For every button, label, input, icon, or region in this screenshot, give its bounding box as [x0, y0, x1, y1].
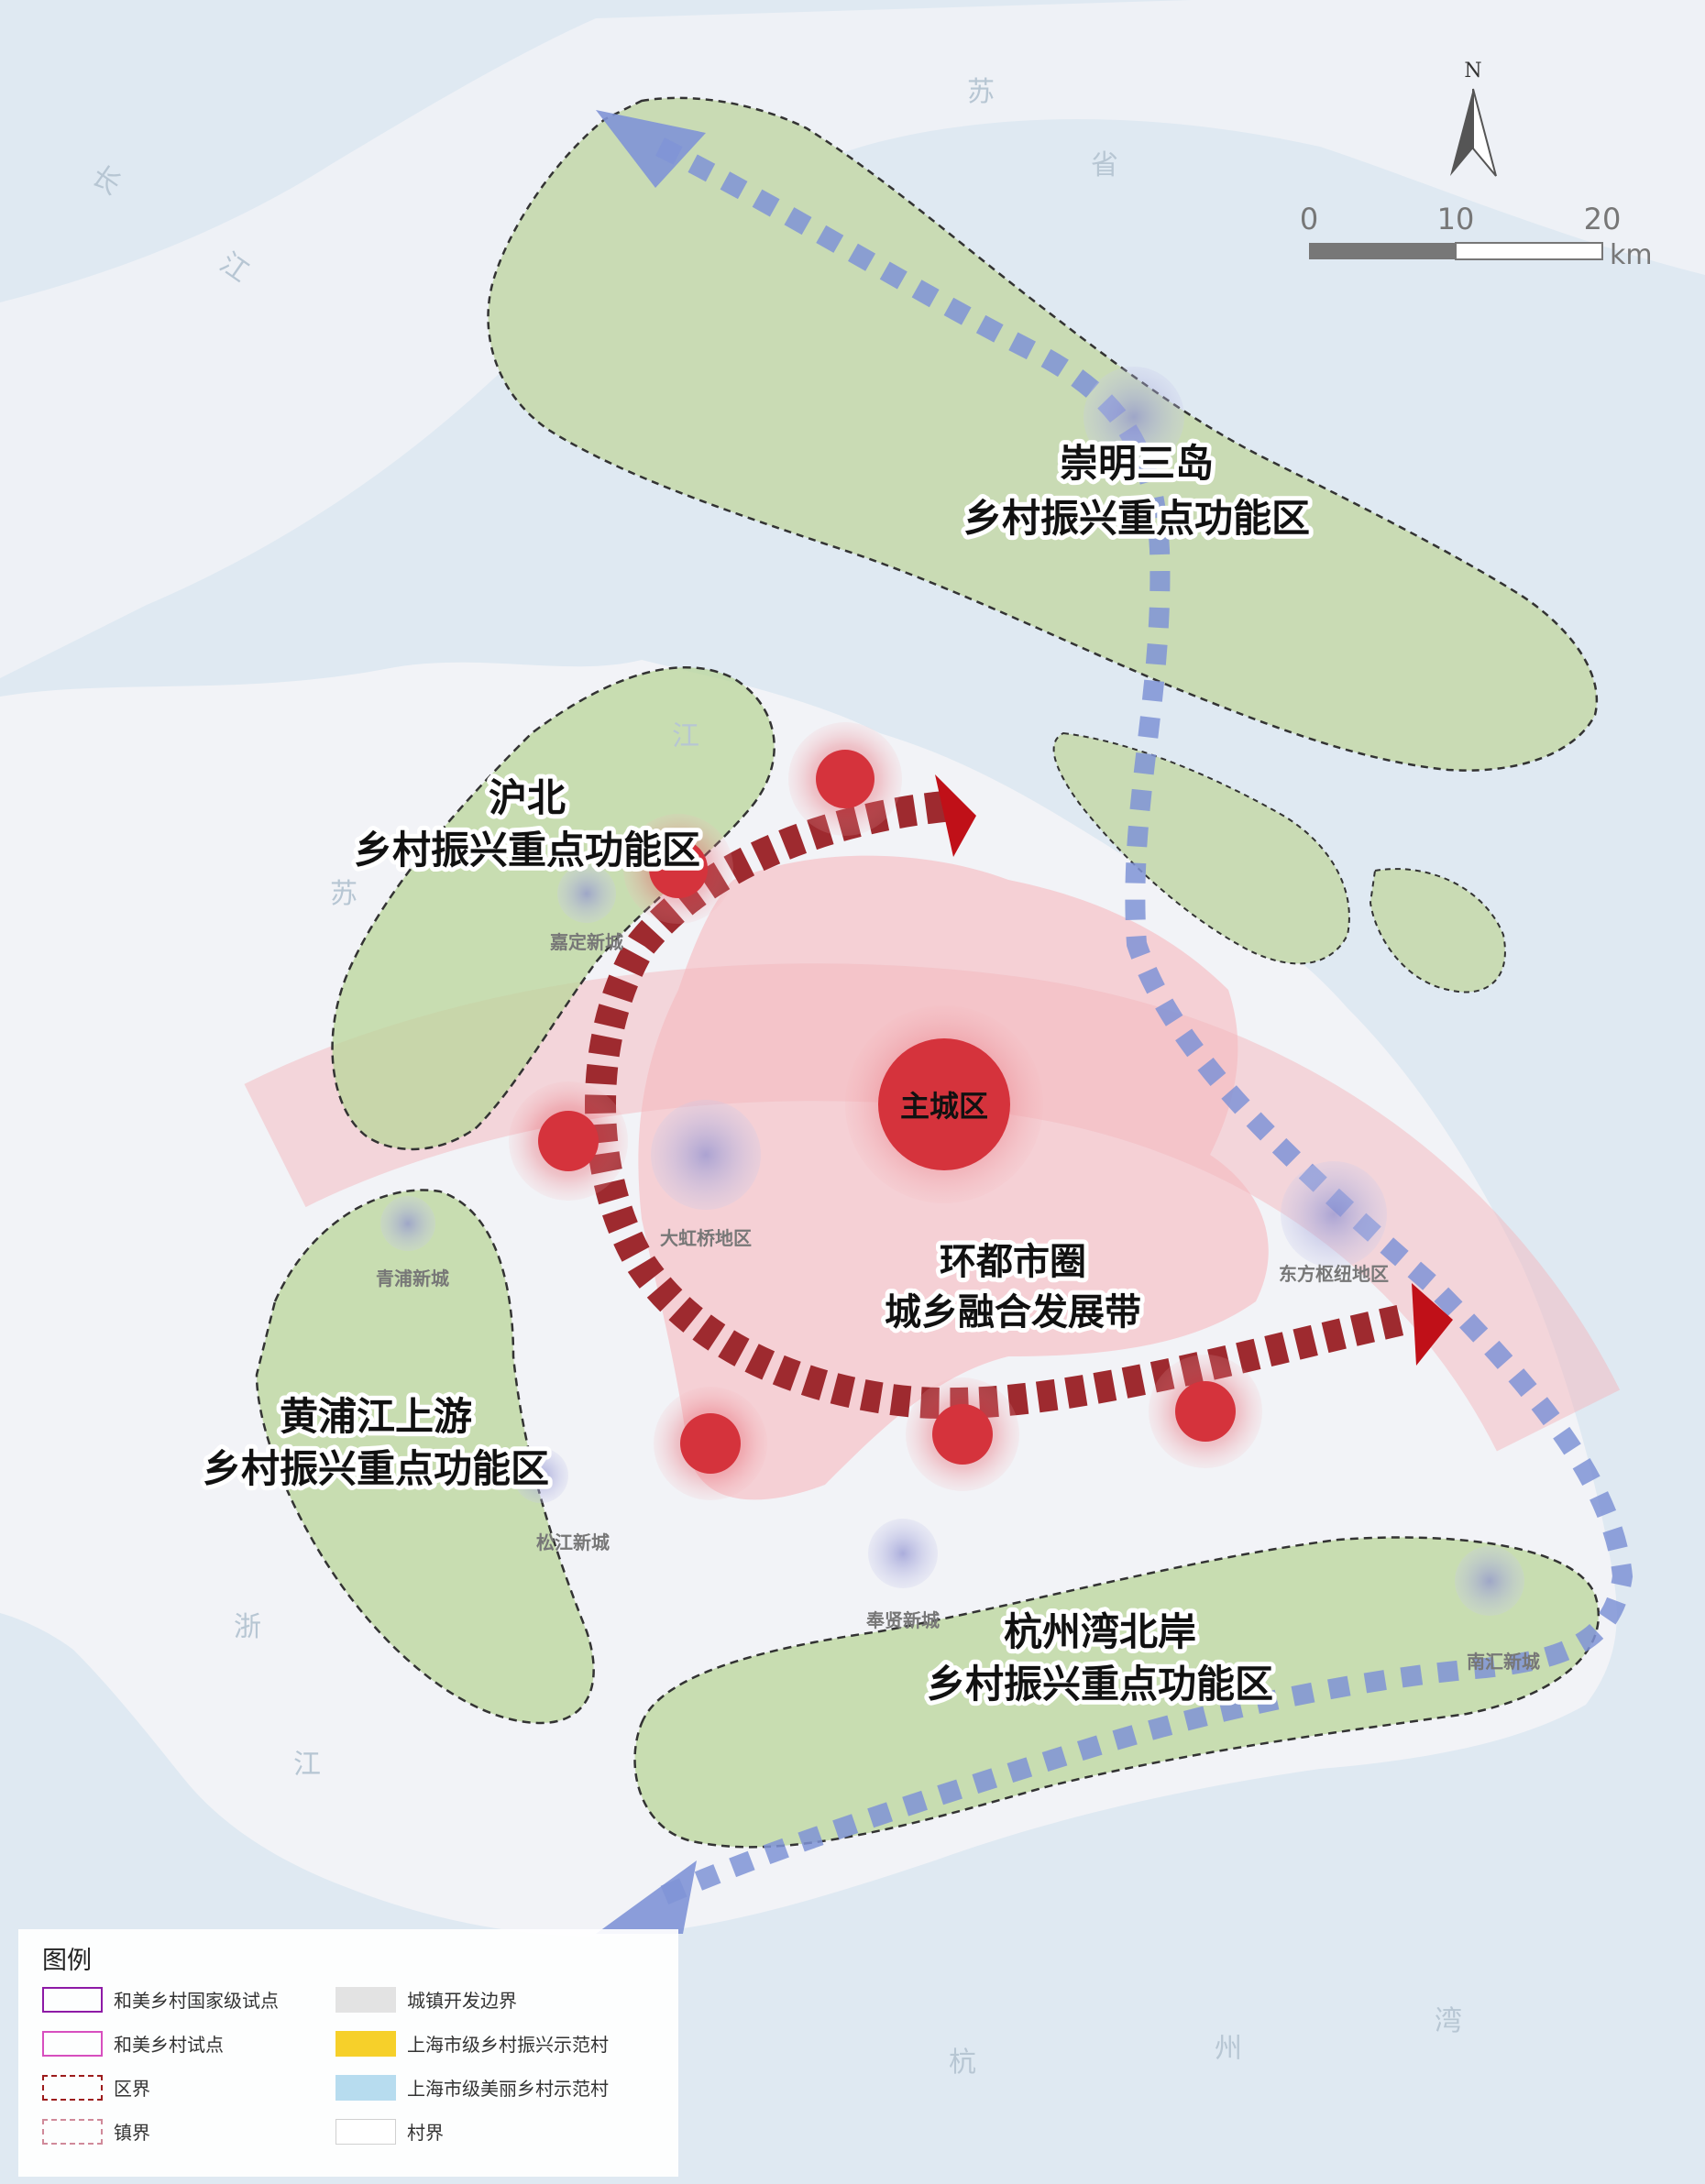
river-label-jiang-left: 江: [672, 720, 699, 752]
legend-label-pilot: 和美乡村试点: [114, 2034, 224, 2056]
label-nanhui: 南汇新城: [1467, 1651, 1540, 1673]
red-node-west-core: [538, 1111, 599, 1171]
changxing-island: [1052, 731, 1350, 965]
node-hongqiao-marker: [651, 1100, 761, 1210]
scale-segment-dark: [1309, 243, 1456, 259]
node-nanhui-marker: [1455, 1546, 1524, 1616]
legend-swatch-national-pilot: [42, 1986, 103, 2013]
node-chongming-marker: [1084, 367, 1184, 467]
north-arrow: N: [1450, 60, 1497, 177]
zone-title-chongming: 崇明三岛 乡村振兴重点功能区: [959, 436, 1314, 545]
red-node-south-2-core: [932, 1404, 993, 1465]
scale-unit: km: [1610, 239, 1650, 271]
river-label-jiangsu-sheng: 省: [1091, 149, 1118, 181]
legend-swatch-village-boundary: [336, 2118, 396, 2145]
zone-title-huangpu-line2: 乡村振兴重点功能区: [203, 1446, 549, 1491]
legend-swatch-district-boundary: [42, 2074, 103, 2101]
label-hongqiao: 大虹桥地区: [660, 1227, 752, 1249]
legend-swatch-revitalization-village: [336, 2030, 396, 2057]
zone-title-hangzhou-bay-line2: 乡村振兴重点功能区: [927, 1662, 1273, 1707]
core-city-circle: [878, 1038, 1010, 1170]
legend-label-revitalization-village: 上海市级乡村振兴示范村: [407, 2034, 609, 2056]
legend-item-district-boundary: 区界: [42, 2074, 150, 2101]
north-arrow-left-icon: [1450, 89, 1473, 176]
node-fengxian-marker: [868, 1519, 938, 1588]
legend-item-urban-boundary: 城镇开发边界: [336, 1986, 517, 2013]
blue-corridor-north: [655, 137, 1634, 1907]
zone-huangpu: [255, 1189, 595, 1725]
chongming-island: [487, 96, 1599, 772]
node-songjiang-marker: [513, 1448, 568, 1503]
label-jiading: 嘉定新城: [549, 931, 623, 953]
jiangsu-land: [0, 0, 1705, 678]
legend-item-town-boundary: 镇界: [42, 2118, 150, 2145]
red-node-south-1-core: [680, 1413, 741, 1474]
zone-hubei: [331, 666, 776, 1151]
hengsha-island: [1369, 868, 1506, 993]
river-label-hang: 杭: [949, 2047, 976, 2079]
zone-title-chongming-line2: 乡村振兴重点功能区: [963, 496, 1310, 541]
river-label-jiangsu-su: 苏: [967, 76, 995, 108]
label-qingpu: 青浦新城: [376, 1268, 449, 1290]
scale-bar: 0 10 20 km: [1300, 202, 1650, 271]
legend-item-national-pilot: 和美乡村国家级试点: [42, 1986, 279, 2013]
river-label-wan: 湾: [1435, 2005, 1462, 2037]
north-arrow-right-icon: [1472, 88, 1497, 177]
legend-label-town-boundary: 镇界: [114, 2122, 150, 2144]
zone-title-metro-ring-line1: 环都市圈: [940, 1241, 1086, 1283]
legend-label-village-boundary: 村界: [407, 2122, 444, 2144]
legend-label-beautiful-village: 上海市级美丽乡村示范村: [407, 2078, 609, 2100]
red-arrow-head-north: [935, 774, 976, 857]
blue-arrow-head-nw: [596, 110, 706, 188]
node-qingpu-marker: [380, 1196, 435, 1251]
zone-title-huangpu-line1: 黄浦江上游: [280, 1394, 472, 1439]
zone-title-metro-ring-line2: 城乡融合发展带: [885, 1291, 1141, 1333]
scale-tick-10: 10: [1437, 202, 1475, 236]
legend-swatch-urban-boundary: [336, 1986, 396, 2013]
blue-arrow-head-sw: [596, 1860, 697, 1934]
legend-item-revitalization-village: 上海市级乡村振兴示范村: [336, 2030, 609, 2057]
node-jiading-marker: [557, 864, 616, 923]
zone-title-hangzhou-bay-line1: 杭州湾北岸: [1004, 1609, 1196, 1654]
label-fengxian: 奉贤新城: [865, 1609, 940, 1631]
label-songjiang: 松江新城: [536, 1531, 610, 1553]
legend-item-beautiful-village: 上海市级美丽乡村示范村: [336, 2074, 609, 2101]
legend-label-national-pilot: 和美乡村国家级试点: [114, 1990, 279, 2012]
red-node-north-2-core: [649, 840, 708, 898]
red-nodes: [509, 722, 1262, 1500]
red-node-south-3-core: [1175, 1381, 1236, 1442]
zone-title-hubei-line2: 乡村振兴重点功能区: [354, 828, 700, 873]
new-town-markers: [380, 367, 1524, 1616]
scale-segment-light: [1455, 242, 1603, 260]
legend-swatch-beautiful-village: [336, 2074, 396, 2101]
zone-title-huangpu: 黄浦江上游 乡村振兴重点功能区: [198, 1389, 554, 1496]
zone-title-hangzhou-bay: 杭州湾北岸 乡村振兴重点功能区: [922, 1605, 1278, 1711]
river-label-zhe: 浙: [234, 1611, 261, 1643]
north-arrow-label: N: [1464, 60, 1481, 82]
scale-tick-20: 20: [1584, 202, 1622, 236]
legend-item-village-boundary: 村界: [336, 2118, 444, 2145]
zone-title-hubei-line1: 沪北: [489, 775, 566, 820]
node-dongfang-marker: [1281, 1161, 1387, 1268]
legend-title: 图例: [42, 1947, 92, 1975]
label-dongfang: 东方枢纽地区: [1279, 1263, 1389, 1285]
scale-tick-0: 0: [1300, 202, 1318, 236]
river-label-su-left: 苏: [330, 878, 358, 910]
zone-title-chongming-line1: 崇明三岛: [1060, 441, 1214, 486]
zone-title-metro-ring: 环都市圈 城乡融合发展带: [880, 1236, 1146, 1338]
legend-label-district-boundary: 区界: [114, 2078, 150, 2100]
river-label-zhou: 州: [1215, 2033, 1242, 2065]
red-node-north-1-core: [816, 750, 874, 808]
legend-swatch-pilot: [42, 2030, 103, 2057]
red-arrow-head-east: [1412, 1283, 1453, 1366]
zone-title-hubei: 沪北 乡村振兴重点功能区: [349, 771, 705, 877]
core-city-label: 主城区: [900, 1089, 988, 1124]
legend-label-urban-boundary: 城镇开发边界: [407, 1990, 517, 2012]
legend-item-pilot: 和美乡村试点: [42, 2030, 224, 2057]
legend-swatch-town-boundary: [42, 2118, 103, 2145]
river-label-jiang-south: 江: [293, 1749, 321, 1781]
legend: 图例 和美乡村国家级试点 和美乡村试点 区界 镇界 城镇开发边界 上海市级乡村振…: [18, 1929, 678, 2177]
